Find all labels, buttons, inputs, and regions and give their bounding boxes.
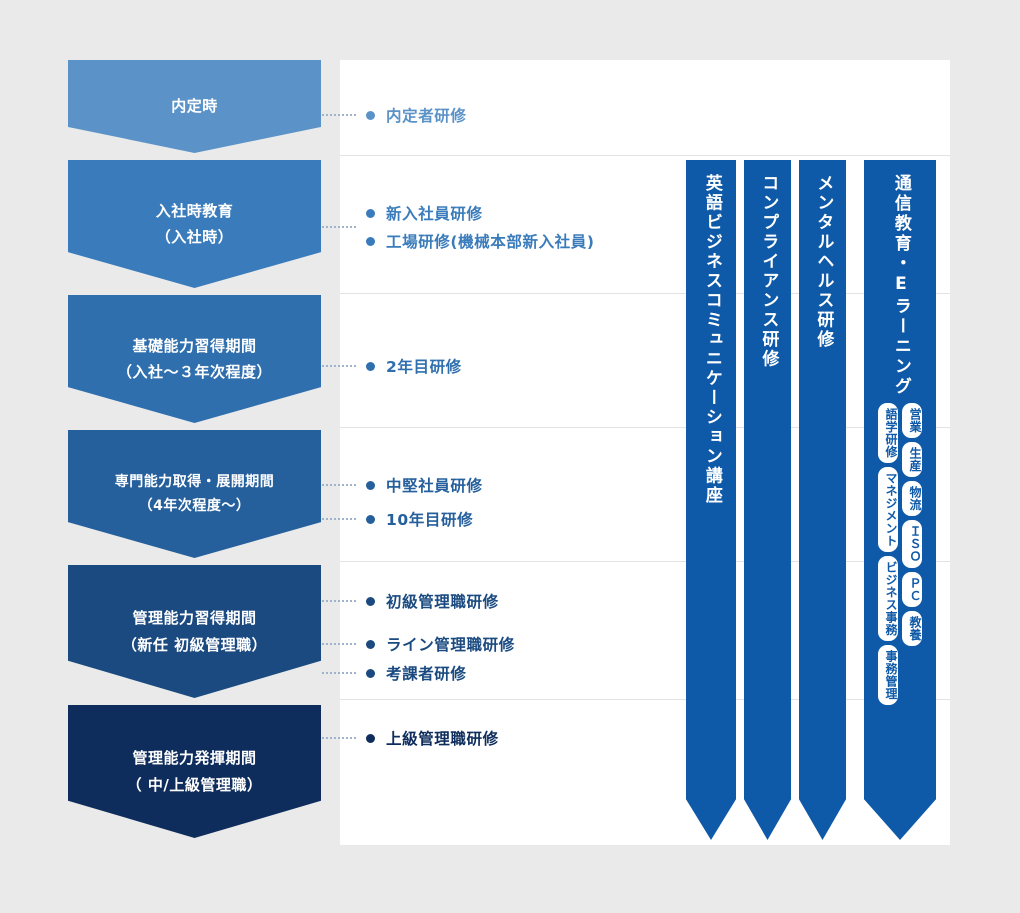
stage-course-connector	[322, 226, 356, 228]
course-item[interactable]: 考課者研修	[366, 662, 467, 684]
course-label: 中堅社員研修	[386, 477, 483, 495]
program-tag-column: 語学研修マネジメントビジネス事務事務管理	[878, 403, 898, 705]
stage-label-line: （4年次程度〜）	[138, 498, 251, 514]
stage-label-line: 入社時教育	[155, 201, 234, 220]
bullet-icon	[366, 208, 375, 218]
stage-label-line: 基礎能力習得期間	[132, 336, 257, 355]
stage-course-connector	[322, 518, 356, 520]
program-tag-chip[interactable]: ＰＣ	[902, 571, 922, 607]
program-bar-1[interactable]: 英語ビジネスコミュニケーション講座	[686, 160, 736, 840]
course-label: 10年目研修	[386, 511, 474, 529]
bullet-icon	[366, 361, 375, 371]
program-tag-chip[interactable]: 教養	[902, 610, 922, 646]
course-item[interactable]: ライン管理職研修	[366, 633, 515, 655]
program-tag-chip[interactable]: 語学研修	[878, 403, 898, 463]
program-tag-chip[interactable]: マネジメント	[878, 467, 898, 552]
course-label: 工場研修(機械本部新入社員)	[386, 233, 595, 251]
course-item[interactable]: 内定者研修	[366, 104, 467, 126]
bullet-icon	[366, 668, 375, 678]
stage-arrow-3[interactable]: 基礎能力習得期間 （入社〜３年次程度）	[68, 295, 321, 423]
program-tag-chip[interactable]: ビジネス事務	[878, 556, 898, 641]
bullet-icon	[366, 110, 375, 120]
stage-label-line: 管理能力発揮期間	[132, 749, 257, 768]
program-tag-chip[interactable]: ＩＳＯ	[902, 520, 922, 568]
stage-arrow-4[interactable]: 専門能力取得・展開期間 （4年次程度〜）	[68, 430, 321, 558]
bullet-icon	[366, 733, 375, 743]
course-item[interactable]: 初級管理職研修	[366, 590, 499, 612]
course-item[interactable]: 2年目研修	[366, 355, 462, 377]
stage-arrow-5[interactable]: 管理能力習得期間 （新任 初級管理職）	[68, 565, 321, 698]
course-item[interactable]: 工場研修(機械本部新入社員)	[366, 230, 595, 252]
course-item[interactable]: 新入社員研修	[366, 202, 483, 224]
stage-label-line: 管理能力習得期間	[132, 609, 257, 628]
course-item[interactable]: 中堅社員研修	[366, 474, 483, 496]
stage-label-line: （ 中/上級管理職）	[126, 775, 263, 794]
course-panel	[340, 60, 950, 845]
course-label: 初級管理職研修	[386, 593, 499, 611]
course-item[interactable]: 10年目研修	[366, 508, 473, 530]
stage-course-connector	[322, 643, 356, 645]
program-tag-chip[interactable]: 営業	[902, 403, 922, 438]
program-bar-title: メンタルヘルス研修	[813, 174, 834, 350]
stage-course-connector	[322, 365, 356, 367]
stage-label-line: 専門能力取得・展開期間	[114, 473, 275, 490]
program-tag-chip[interactable]: 事務管理	[878, 645, 898, 705]
course-label: 内定者研修	[386, 107, 467, 125]
row-divider	[340, 293, 950, 294]
stage-label-line: 内定時	[171, 97, 218, 116]
course-label: 考課者研修	[386, 665, 467, 683]
row-divider	[340, 155, 950, 156]
course-label: 上級管理職研修	[386, 730, 499, 748]
stage-arrow-1[interactable]: 内定時	[68, 60, 321, 153]
course-item[interactable]: 上級管理職研修	[366, 727, 499, 749]
stage-course-connector	[322, 737, 356, 739]
program-bar-title: 英語ビジネスコミュニケーション講座	[701, 174, 722, 506]
program-bar-title: コンプライアンス研修	[758, 174, 779, 369]
stage-arrow-6[interactable]: 管理能力発揮期間 （ 中/上級管理職）	[68, 705, 321, 838]
bullet-icon	[366, 480, 375, 490]
program-bar-title: 通信教育・Eラーニング	[890, 174, 911, 397]
course-label: 新入社員研修	[386, 205, 483, 223]
stage-course-connector	[322, 114, 356, 116]
bullet-icon	[366, 639, 375, 649]
course-label: 2年目研修	[386, 358, 462, 376]
program-bar-3[interactable]: メンタルヘルス研修	[799, 160, 846, 840]
program-bar-2[interactable]: コンプライアンス研修	[744, 160, 791, 840]
stage-label-line: （新任 初級管理職）	[121, 635, 268, 654]
program-tag-chip[interactable]: 物流	[902, 481, 922, 516]
row-divider	[340, 699, 950, 700]
stage-arrow-2[interactable]: 入社時教育 （入社時）	[68, 160, 321, 288]
course-label: ライン管理職研修	[386, 636, 515, 654]
row-divider	[340, 427, 950, 428]
row-divider	[340, 561, 950, 562]
bullet-icon	[366, 514, 375, 524]
program-tag-chip[interactable]: 生産	[902, 442, 922, 477]
bullet-icon	[366, 596, 375, 606]
stage-course-connector	[322, 672, 356, 674]
stage-course-connector	[322, 484, 356, 486]
stage-label-line: （入社〜３年次程度）	[116, 363, 272, 381]
bullet-icon	[366, 236, 375, 246]
stage-course-connector	[322, 600, 356, 602]
stage-label-line: （入社時）	[155, 228, 234, 246]
